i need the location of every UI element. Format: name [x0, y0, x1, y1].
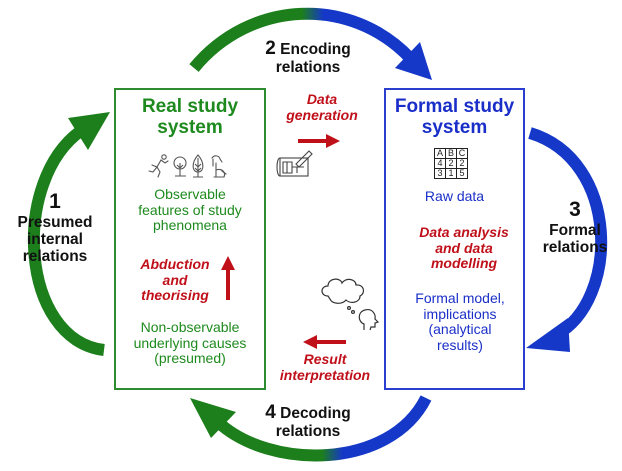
text-line: underlying causes	[133, 334, 247, 351]
title-line: Real study	[141, 96, 239, 117]
arrow-presumed-internal-relations	[28, 112, 110, 356]
raw-data-cell: 4	[434, 158, 446, 169]
real-study-system-title: Real study system	[114, 96, 266, 139]
relation-1-line: internal	[27, 230, 83, 248]
text-line: implications	[423, 305, 497, 322]
non-observable-causes-text: Non-observable underlying causes (presum…	[114, 319, 266, 367]
relation-3-line: relations	[542, 238, 608, 256]
text-line: Data analysis	[419, 224, 509, 240]
arrow-decoding-relations	[190, 395, 432, 462]
relation-1-number: 1	[49, 190, 61, 213]
text-line: Non-observable	[140, 319, 240, 335]
arrow-encoding-relations	[189, 7, 432, 80]
text-line: (presumed)	[154, 350, 226, 367]
raw-data-cell: B	[445, 148, 457, 159]
relation-1-line: Presumed	[17, 213, 93, 231]
relation-4-line: Decoding	[280, 405, 351, 422]
abduction-theorising-label: Abduction and theorising	[120, 256, 230, 304]
relation-2-line: Encoding	[280, 41, 351, 58]
text-line: and	[162, 271, 188, 288]
formal-model-text: Formal model, implications (analytical r…	[398, 290, 522, 354]
text-line: Result	[303, 351, 347, 367]
formal-study-system-title: Formal study system	[384, 96, 525, 139]
text-line: (analytical	[428, 321, 492, 338]
raw-data-cell: A	[434, 148, 446, 159]
text-line: theorising	[141, 287, 209, 304]
relation-2-line: relations	[275, 59, 341, 77]
relation-3-label: 3 Formal relations	[530, 198, 620, 256]
relation-2-number: 2	[265, 38, 276, 59]
text-line: generation	[286, 106, 358, 123]
relation-1-line: relations	[22, 248, 88, 266]
text-line: features of study	[138, 201, 242, 218]
relation-1-label: 1 Presumed internal relations	[0, 190, 110, 266]
raw-data-cell: 3	[434, 168, 446, 179]
relation-4-line: relations	[275, 423, 341, 441]
raw-data-cell: 1	[445, 168, 457, 179]
raw-data-label: Raw data	[424, 188, 485, 204]
relation-4-label: 4 Decoding relations	[228, 402, 388, 441]
relation-3-number: 3	[569, 198, 581, 221]
text-line: interpretation	[279, 366, 371, 383]
text-line: Observable	[154, 186, 226, 202]
text-line: and data	[435, 239, 493, 256]
observable-features-text: Observable features of study phenomena	[114, 186, 266, 234]
title-line: system	[421, 117, 488, 139]
raw-data-cell: C	[456, 148, 468, 159]
relation-3-line: Formal	[549, 221, 601, 239]
text-line: phenomena	[153, 217, 227, 234]
arrow-formal-relations	[526, 127, 608, 352]
formal-study-system-box	[384, 88, 525, 390]
title-line: system	[157, 117, 223, 139]
data-analysis-modelling-label: Data analysis and data modelling	[404, 224, 524, 272]
title-line: Formal study	[394, 96, 515, 117]
relation-4-number: 4	[265, 402, 276, 423]
text-line: Data	[306, 91, 338, 107]
raw-data-cell: 2	[445, 158, 457, 169]
text-line: results)	[437, 337, 483, 354]
real-study-system-box	[114, 88, 266, 390]
text-line: Formal model,	[415, 290, 505, 306]
text-line: modelling	[430, 255, 498, 272]
raw-data-cell: 2	[456, 158, 468, 169]
relation-2-label: 2 Encoding relations	[228, 38, 388, 77]
text-line: Abduction	[140, 256, 210, 272]
data-generation-label: Data generation	[272, 91, 372, 123]
raw-data-cell: 5	[456, 168, 468, 179]
result-interpretation-label: Result interpretation	[266, 351, 384, 383]
